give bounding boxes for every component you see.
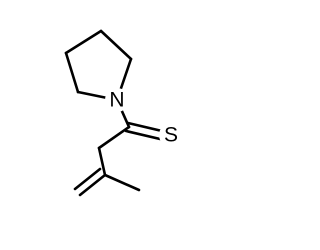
bond-c-ch2 [97,125,131,150]
nitrogen-label: N [109,89,124,112]
bond-ring-c2-c3 [99,29,133,61]
bond-ring-c3-c4 [64,29,103,55]
bond-alkene-double-1 [78,173,107,197]
bond-ch2-alkene-carbon [97,146,107,177]
bond-c-s-double-1 [126,121,164,133]
sulfur-mask [159,123,183,147]
bond-ring-c4-c5 [64,51,80,94]
sulfur-label: S [164,124,178,147]
molecule-diagram: N S [64,29,183,197]
structure-svg: N S [64,29,183,197]
bond-alkene-double-2 [73,167,102,191]
nitrogen-mask [105,88,129,112]
bond-c-s-double-2 [124,129,162,141]
bond-alkene-methyl [103,173,141,192]
